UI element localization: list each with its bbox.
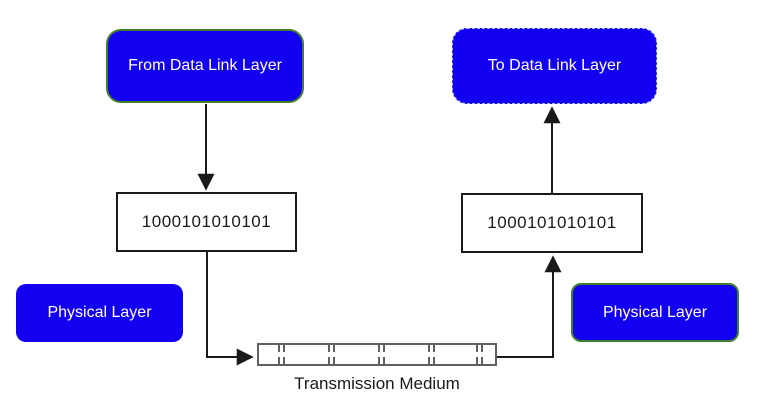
bits-box-right: 1000101010101 — [461, 193, 643, 253]
node-physical-layer-left: Physical Layer — [16, 284, 183, 342]
bits-box-right-value: 1000101010101 — [487, 213, 617, 232]
node-physical-layer-right: Physical Layer — [571, 283, 739, 342]
bits-box-left: 1000101010101 — [116, 192, 297, 252]
bits-box-left-value: 1000101010101 — [141, 212, 272, 231]
medium-segment-divider — [283, 345, 285, 364]
node-from-data-link-layer-label: From Data Link Layer — [128, 57, 282, 74]
medium-segment-divider — [428, 345, 430, 364]
medium-segment-divider — [333, 345, 335, 364]
arrow-bits-to-medium — [206, 252, 254, 366]
transmission-medium-bar — [257, 343, 497, 366]
medium-segment-divider — [383, 345, 385, 364]
medium-segment-divider — [278, 345, 280, 364]
medium-segment-divider — [476, 345, 478, 364]
medium-segment-divider — [328, 345, 330, 364]
medium-segment-divider — [378, 345, 380, 364]
node-to-data-link-layer-label: To Data Link Layer — [487, 57, 622, 74]
transmission-medium-label: Transmission Medium — [294, 374, 460, 393]
medium-segment-divider — [433, 345, 435, 364]
arrow-medium-to-bits — [497, 255, 562, 358]
node-to-data-link-layer: To Data Link Layer — [452, 28, 657, 104]
node-physical-layer-right-label: Physical Layer — [602, 303, 708, 321]
node-from-data-link-layer: From Data Link Layer — [106, 29, 304, 103]
medium-segment-divider — [481, 345, 483, 364]
node-physical-layer-left-label: Physical Layer — [47, 304, 152, 321]
